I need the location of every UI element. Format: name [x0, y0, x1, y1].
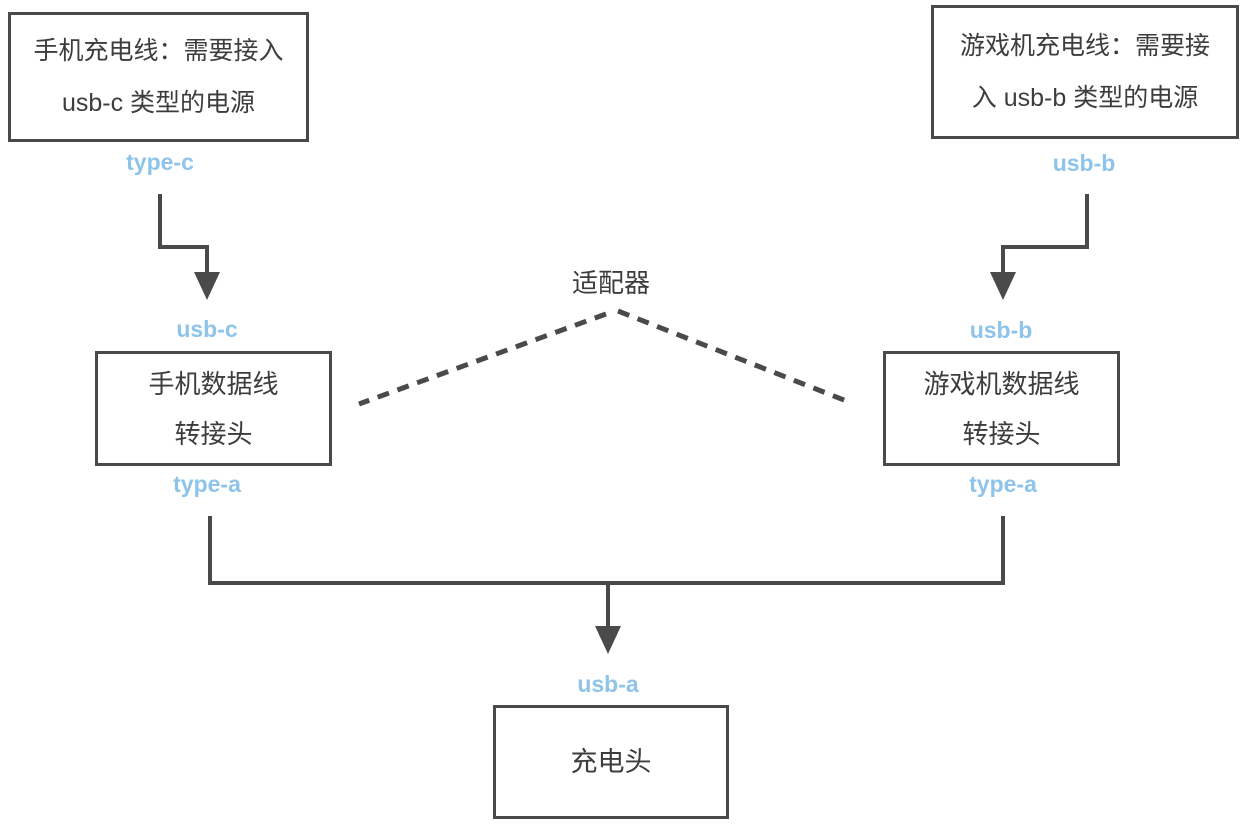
port-label-usb-b-top: usb-b [1052, 150, 1116, 176]
node-console-cable-text-line2: 入 usb-b 类型的电源 [971, 84, 1199, 112]
port-label-type-a-left: type-a [173, 471, 241, 497]
node-console-adapter-text-line2: 转接头 [962, 418, 1041, 449]
port-label-type-a-right: type-a [969, 471, 1037, 497]
port-label-usb-b-mid: usb-b [969, 317, 1033, 343]
node-charger[interactable]: 充电头 [493, 705, 729, 819]
node-charger-text-line1: 充电头 [570, 747, 652, 777]
adapter-callout-dashed-lines [358, 308, 850, 407]
adapter-callout-left [358, 311, 607, 407]
port-label-usb-c: usb-c [176, 316, 238, 342]
arrow-phone-cable-to-phone-adapter [158, 194, 220, 300]
node-console-cable-text-line1: 游戏机充电线：需要接 [959, 32, 1210, 60]
node-phone-adapter[interactable]: 手机数据线 转接头 [95, 351, 332, 466]
adapter-annotation: 适配器 [571, 268, 651, 298]
node-console-adapter-text-line1: 游戏机数据线 [923, 368, 1080, 399]
port-label-type-c: type-c [126, 149, 194, 175]
node-phone-cable-text-line1: 手机充电线：需要接入 [33, 37, 284, 65]
arrow-adapters-to-charger [208, 516, 1005, 654]
arrow-console-cable-to-console-adapter [990, 194, 1089, 300]
node-console-cable[interactable]: 游戏机充电线：需要接 入 usb-b 类型的电源 [931, 5, 1239, 139]
node-phone-cable-text-line2: usb-c 类型的电源 [61, 89, 256, 117]
node-phone-adapter-text-line2: 转接头 [174, 418, 253, 449]
node-phone-adapter-text-line1: 手机数据线 [148, 368, 279, 399]
port-label-usb-a: usb-a [577, 671, 639, 697]
adapter-callout-right [617, 308, 850, 405]
node-console-adapter[interactable]: 游戏机数据线 转接头 [883, 351, 1120, 466]
node-phone-cable[interactable]: 手机充电线：需要接入 usb-c 类型的电源 [8, 12, 309, 142]
